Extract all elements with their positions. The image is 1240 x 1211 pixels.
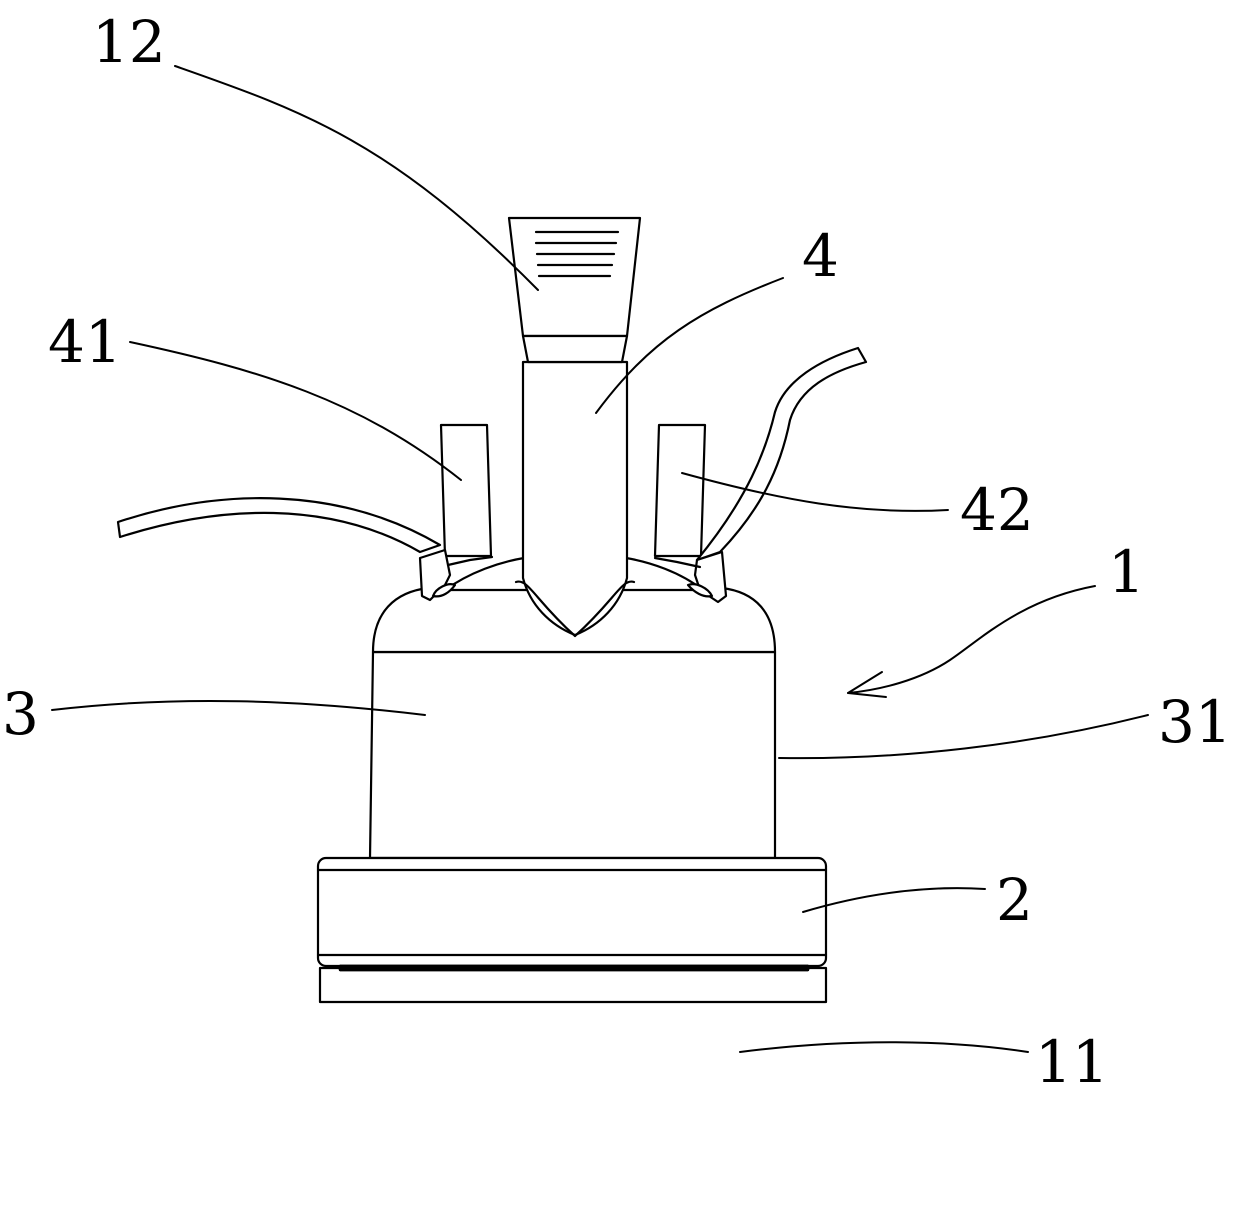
- body-3: [370, 652, 775, 858]
- leader-41: [130, 342, 461, 480]
- leader-1: [848, 586, 1095, 693]
- label-4: 4: [802, 222, 839, 290]
- central-tube-4: [523, 362, 627, 635]
- right-connector: [655, 558, 700, 567]
- base-flange: [320, 968, 826, 1002]
- cylinder-11-tall: [340, 966, 808, 968]
- tube-41: [441, 425, 491, 556]
- label-11: 11: [1035, 1028, 1109, 1096]
- leader-2: [803, 888, 985, 912]
- label-1: 1: [1108, 538, 1145, 606]
- leader-31: [779, 715, 1148, 758]
- left-connector: [448, 557, 492, 565]
- left-hose: [118, 498, 440, 552]
- label-2: 2: [996, 866, 1033, 934]
- mouthpiece-neck: [523, 336, 627, 362]
- label-42: 42: [960, 476, 1034, 544]
- label-31: 31: [1158, 688, 1232, 756]
- label-12: 12: [92, 8, 166, 76]
- leader-11: [740, 1042, 1028, 1052]
- leader-42: [682, 473, 948, 511]
- label-41: 41: [48, 308, 122, 376]
- leader-3: [52, 701, 425, 715]
- tube-42: [655, 425, 705, 556]
- leader-12: [175, 66, 538, 290]
- right-hose: [697, 348, 866, 560]
- collar-2: [318, 858, 826, 966]
- label-3: 3: [2, 680, 39, 748]
- arrow-1-head: [848, 672, 886, 697]
